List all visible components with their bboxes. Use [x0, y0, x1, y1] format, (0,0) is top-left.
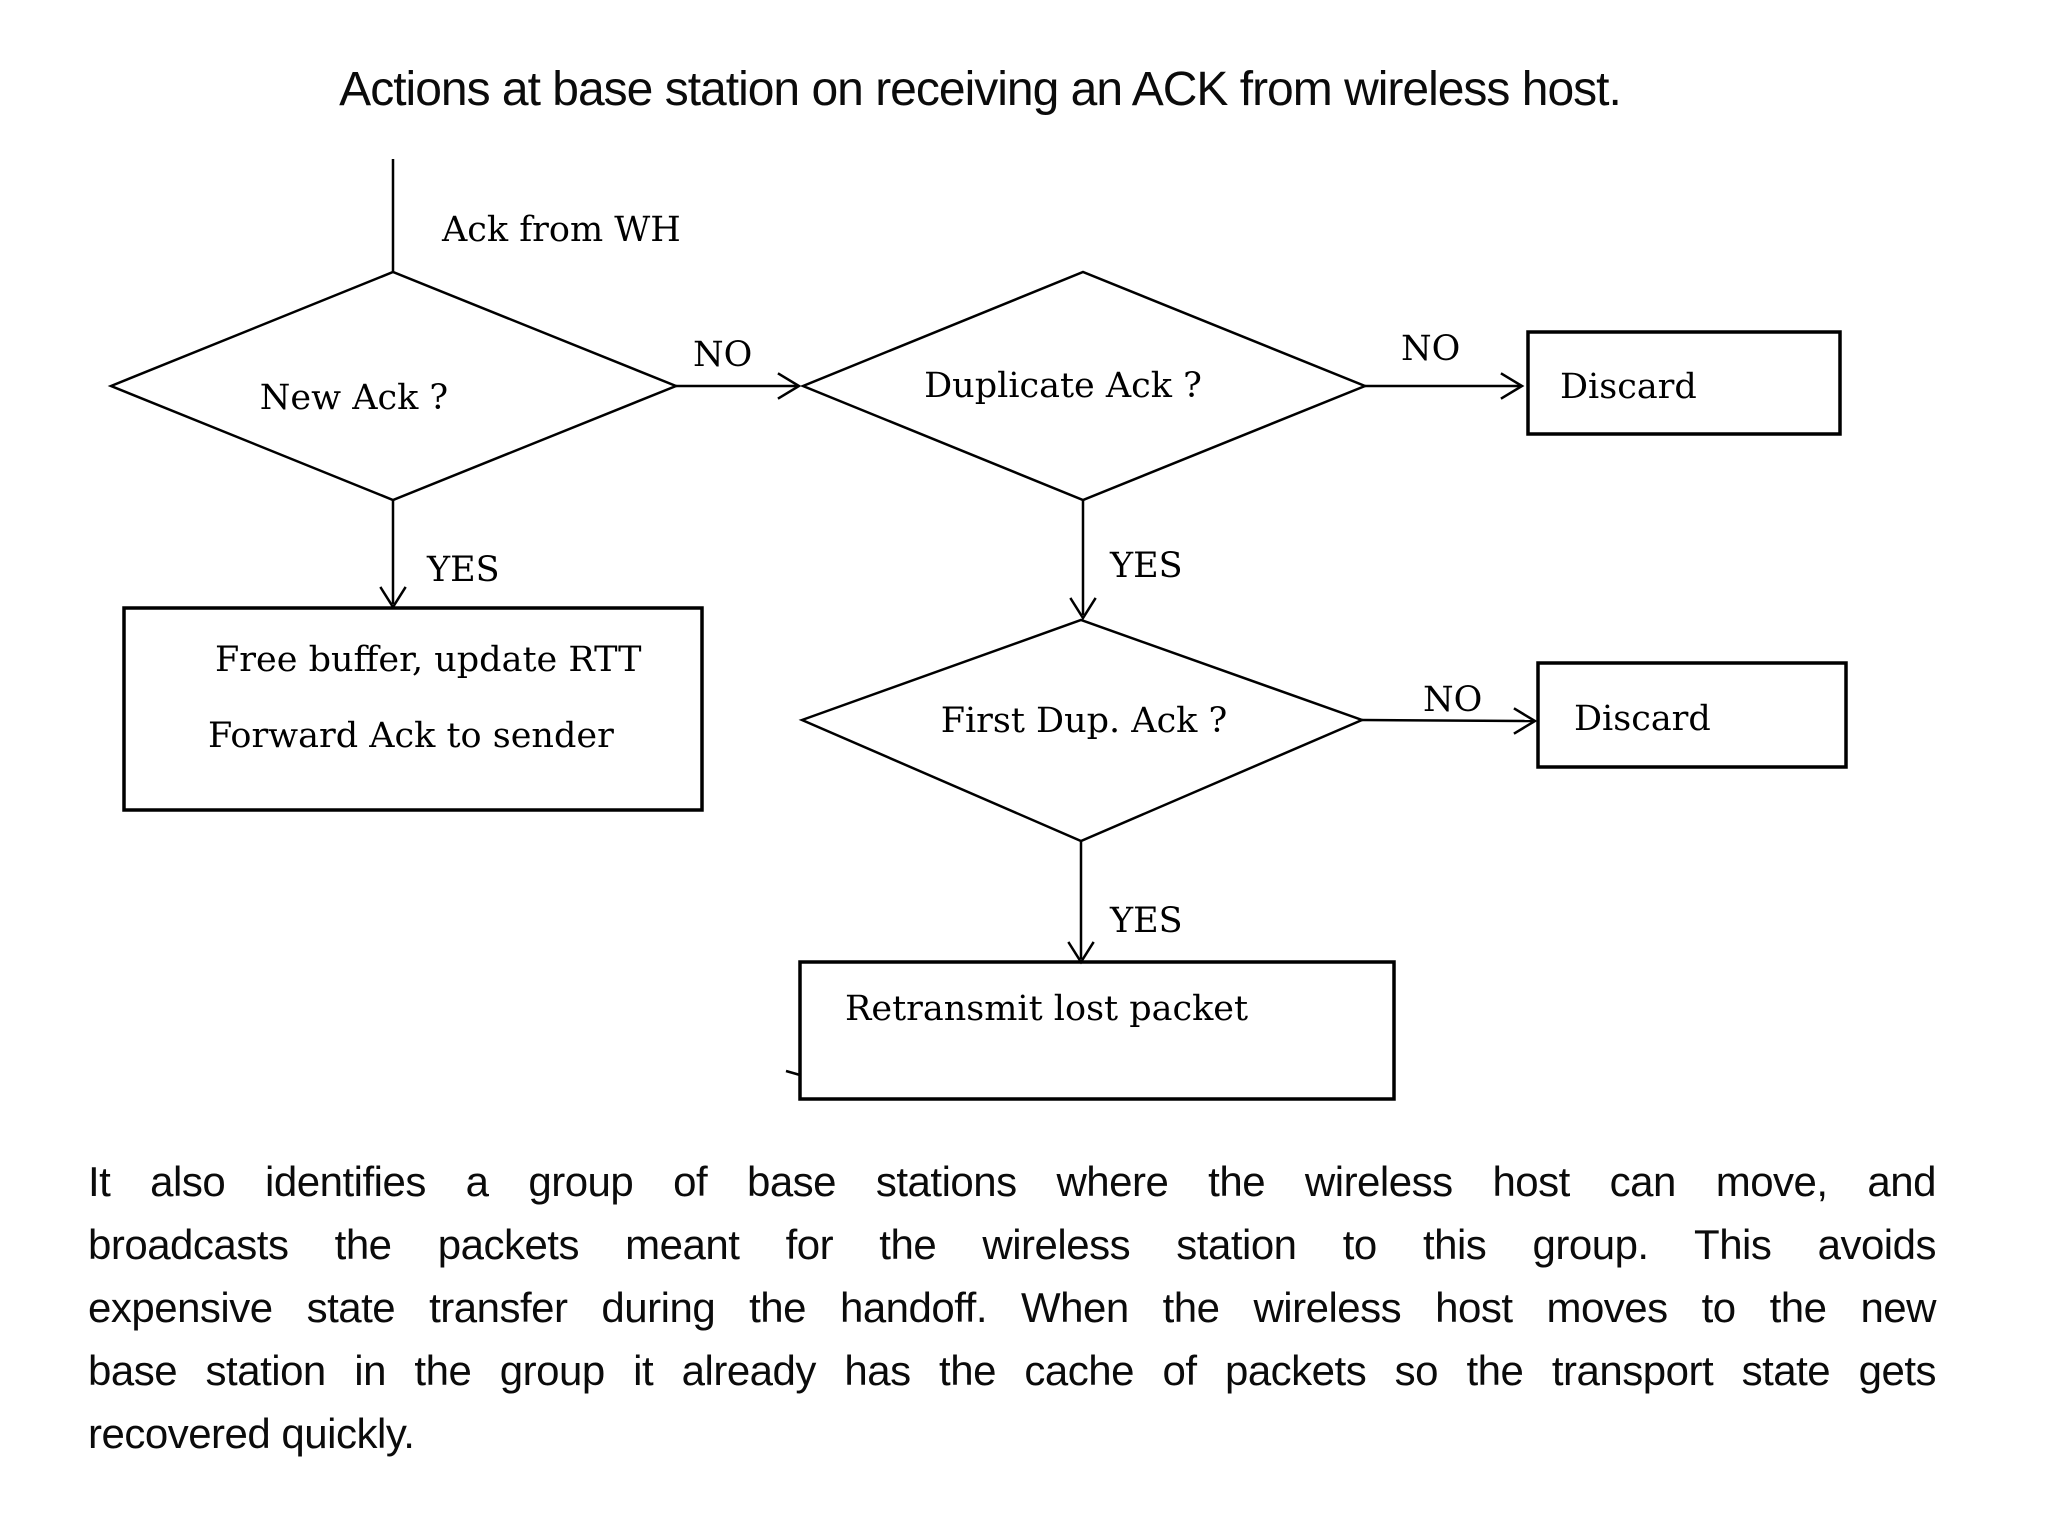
arrowhead-no1 — [777, 372, 802, 400]
edge-no2-label: NO — [1401, 329, 1460, 369]
arrowhead-no3 — [1513, 707, 1538, 735]
process-free-buffer-line2: Forward Ack to sender — [208, 716, 614, 756]
edge-no3-label: NO — [1423, 680, 1482, 720]
arrowhead-yes2 — [1069, 597, 1097, 621]
paragraph-line: It also identifies a group of base stati… — [88, 1158, 1937, 1205]
edge-yes3-label: YES — [1109, 901, 1183, 941]
process-free-buffer-line1: Free buffer, update RTT — [215, 640, 641, 680]
process-discard-mid — [1536, 661, 1848, 769]
paragraph-line: base station in the group it already has… — [88, 1347, 1937, 1394]
entry-label: Ack from WH — [441, 210, 681, 250]
edge-no3-line — [1361, 718, 1534, 723]
paragraph-line: broadcasts the packets meant for the wir… — [88, 1221, 1937, 1268]
process-free-buffer — [122, 606, 704, 812]
process-discard-mid-label: Discard — [1574, 699, 1711, 739]
edge-no1-label: NO — [693, 335, 752, 375]
edge-yes1-label: YES — [426, 550, 500, 590]
body-paragraph: It also identifies a group of base stati… — [88, 1150, 1937, 1465]
process-discard-top — [1526, 330, 1842, 436]
process-discard-top-label: Discard — [1560, 367, 1697, 407]
decision-first-dup-ack-label: First Dup. Ack ? — [941, 701, 1228, 741]
edge-yes2-label: YES — [1109, 546, 1183, 586]
decision-new-ack-label: New Ack ? — [260, 378, 448, 418]
decision-duplicate-ack-label: Duplicate Ack ? — [924, 366, 1202, 406]
stray-mark — [785, 1069, 801, 1077]
paragraph-line: expensive state transfer during the hand… — [88, 1284, 1937, 1331]
slide-title: Actions at base station on receiving an … — [339, 63, 1622, 116]
arrowhead-no2 — [1500, 372, 1525, 400]
paragraph-line: recovered quickly. — [88, 1410, 415, 1457]
process-retransmit-label: Retransmit lost packet — [845, 989, 1248, 1029]
process-retransmit — [798, 960, 1396, 1101]
